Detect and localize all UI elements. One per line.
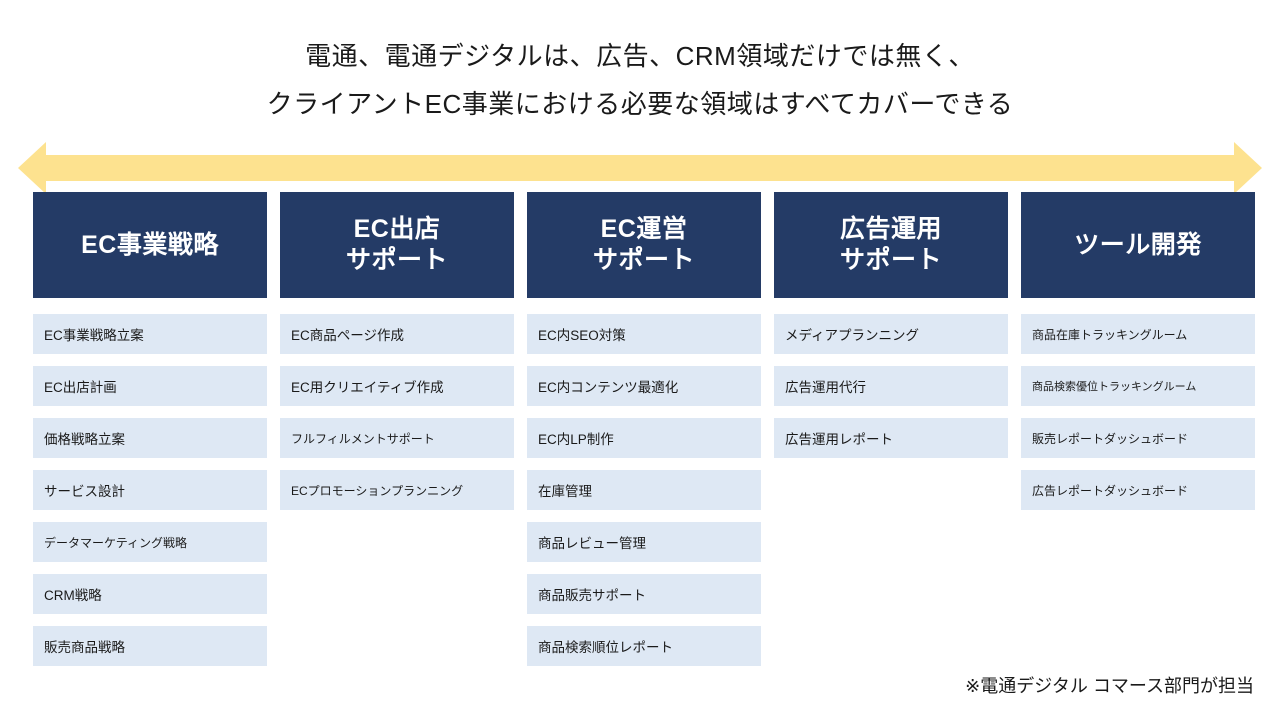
service-column: EC運営サポート EC内SEO対策 EC内コンテンツ最適化 EC内LP制作在庫管理商品… [527, 192, 761, 666]
service-item[interactable]: 価格戦略立案 [33, 418, 267, 458]
column-item-list: メディアプランニング広告運用代行広告運用レポート [774, 314, 1008, 458]
service-column: EC事業戦略 EC事業戦略立案 EC出店計画価格戦略立案サービス設計データマーケティ… [33, 192, 267, 666]
service-column: EC出店サポート EC商品ページ作成 EC用クリエイティブ作成フルフィルメントサポー… [280, 192, 514, 666]
column-header[interactable]: EC事業戦略 [33, 192, 267, 298]
service-item[interactable]: データマーケティング戦略 [33, 522, 267, 562]
column-header-line: サポート [839, 246, 942, 274]
service-item[interactable]: EC商品ページ作成 [280, 314, 514, 354]
column-item-list: EC商品ページ作成 EC用クリエイティブ作成フルフィルメントサポート ECプロモーシ… [280, 314, 514, 510]
column-item-list: EC事業戦略立案 EC出店計画価格戦略立案サービス設計データマーケティング戦略 CR… [33, 314, 267, 666]
service-item[interactable]: EC内コンテンツ最適化 [527, 366, 761, 406]
service-item[interactable]: EC出店計画 [33, 366, 267, 406]
page-title: 電通、電通デジタルは、広告、CRM領域だけでは無く、 クライアントEC事業におけ… [0, 32, 1280, 128]
service-item[interactable]: フルフィルメントサポート [280, 418, 514, 458]
column-header-line: EC出店 [353, 215, 441, 243]
service-column: 広告運用サポートメディアプランニング広告運用代行広告運用レポート [774, 192, 1008, 666]
service-item[interactable]: 商品販売サポート [527, 574, 761, 614]
column-header-text: EC運営サポート [593, 214, 695, 276]
service-item[interactable]: 商品検索順位レポート [527, 626, 761, 666]
service-item[interactable]: 商品在庫トラッキングルーム [1021, 314, 1255, 354]
service-item[interactable]: CRM戦略 [33, 574, 267, 614]
service-item[interactable]: 商品検索優位トラッキングルーム [1021, 366, 1255, 406]
column-header-line: サポート [592, 246, 695, 274]
column-header-line: EC事業戦略 [81, 230, 219, 259]
column-header-line: EC運営 [600, 215, 688, 243]
column-header-line: サポート [345, 246, 448, 274]
column-header[interactable]: 広告運用サポート [774, 192, 1008, 298]
column-header-line: 広告運用 [839, 215, 942, 243]
coverage-arrow [18, 142, 1262, 194]
column-header-text: EC事業戦略 [81, 230, 219, 261]
column-header[interactable]: EC出店サポート [280, 192, 514, 298]
service-item[interactable]: 広告レポートダッシュボード [1021, 470, 1255, 510]
service-columns: EC事業戦略 EC事業戦略立案 EC出店計画価格戦略立案サービス設計データマーケティ… [33, 192, 1255, 666]
service-item[interactable]: EC内SEO対策 [527, 314, 761, 354]
footnote: ※電通デジタル コマース部門が担当 [965, 676, 1254, 696]
service-item[interactable]: 広告運用代行 [774, 366, 1008, 406]
service-item[interactable]: 販売レポートダッシュボード [1021, 418, 1255, 458]
column-item-list: EC内SEO対策 EC内コンテンツ最適化 EC内LP制作在庫管理商品レビュー管理商品… [527, 314, 761, 666]
title-line-2: クライアントEC事業における必要な領域はすべてカバーできる [266, 89, 1014, 119]
column-item-list: 商品在庫トラッキングルーム商品検索優位トラッキングルーム販売レポートダッシュボー… [1021, 314, 1255, 510]
service-item[interactable]: EC用クリエイティブ作成 [280, 366, 514, 406]
column-header-text: EC出店サポート [346, 214, 448, 276]
title-line-1: 電通、電通デジタルは、広告、CRM領域だけでは無く、 [305, 41, 975, 71]
service-item[interactable]: EC内LP制作 [527, 418, 761, 458]
service-item[interactable]: 広告運用レポート [774, 418, 1008, 458]
service-item[interactable]: EC事業戦略立案 [33, 314, 267, 354]
column-header-line: ツール開発 [1074, 230, 1202, 259]
service-column: ツール開発商品在庫トラッキングルーム商品検索優位トラッキングルーム販売レポートダ… [1021, 192, 1255, 666]
column-header-text: ツール開発 [1074, 230, 1202, 261]
service-item[interactable]: 販売商品戦略 [33, 626, 267, 666]
double-headed-arrow-icon [18, 142, 1262, 194]
column-header[interactable]: ツール開発 [1021, 192, 1255, 298]
service-item[interactable]: 商品レビュー管理 [527, 522, 761, 562]
service-item[interactable]: ECプロモーションプランニング [280, 470, 514, 510]
service-item[interactable]: 在庫管理 [527, 470, 761, 510]
service-item[interactable]: メディアプランニング [774, 314, 1008, 354]
column-header-text: 広告運用サポート [840, 214, 942, 276]
service-item[interactable]: サービス設計 [33, 470, 267, 510]
column-header[interactable]: EC運営サポート [527, 192, 761, 298]
